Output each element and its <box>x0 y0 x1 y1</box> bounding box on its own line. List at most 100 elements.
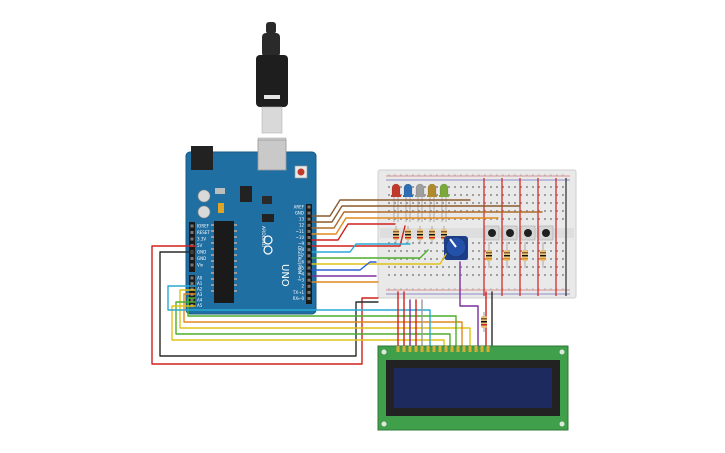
breadboard <box>377 169 577 299</box>
lcd-pin <box>432 346 436 352</box>
digital-pin <box>307 297 311 300</box>
pushbutton-cap <box>524 229 532 237</box>
led <box>391 183 401 197</box>
led <box>403 183 413 197</box>
led-base <box>439 195 449 197</box>
arduino-logo <box>263 235 273 255</box>
wire-gnd <box>159 251 379 357</box>
lcd-pin <box>462 346 466 352</box>
led-resistors <box>393 226 447 244</box>
digital-pin-label: ~9 <box>298 241 304 246</box>
wire-d13 <box>311 199 471 217</box>
digital-pin <box>307 254 311 258</box>
digital-pin <box>307 278 311 282</box>
digital-pin-label: TX→1 <box>292 290 305 295</box>
power-pin-label: GND <box>197 249 206 254</box>
wire-a2 <box>187 297 457 347</box>
wire-a1 <box>183 293 463 347</box>
power-pin <box>190 257 194 260</box>
digital-pin-label: 8 <box>301 247 304 252</box>
wire-d4 <box>311 261 377 271</box>
lcd-pin <box>468 346 472 352</box>
digital-pin <box>307 223 311 227</box>
analog-pin-label: A2 <box>197 286 203 291</box>
power-pin-label: 5V <box>197 243 203 248</box>
analog-pin <box>190 287 194 291</box>
lcd-pin <box>402 346 406 352</box>
led-base <box>391 195 401 197</box>
lcd-pin <box>396 346 400 352</box>
power-pin-label: 3.3V <box>197 236 206 241</box>
digital-pin-label: 7 <box>301 253 304 258</box>
wire-d9 <box>311 223 396 241</box>
digital-pin <box>307 284 311 288</box>
digital-header-label: DIGITAL (PWM ~) <box>297 246 302 281</box>
wire-a0 <box>179 289 471 347</box>
led <box>415 183 425 197</box>
wire-d12 <box>311 205 521 223</box>
lcd-pin <box>486 346 490 352</box>
digital-header <box>306 204 312 304</box>
wire-d7 <box>311 243 411 253</box>
wire-a4 <box>171 305 445 347</box>
wire-d11 <box>311 211 543 229</box>
digital-pin <box>307 211 311 215</box>
digital-pin <box>307 290 311 294</box>
digital-pin <box>307 248 311 252</box>
lcd-pin <box>408 346 412 352</box>
digital-pin <box>307 205 311 209</box>
pushbutton-cap <box>542 229 550 237</box>
pushbutton-cap <box>488 229 496 237</box>
lcd-display <box>377 345 569 431</box>
analog-pin <box>190 282 194 285</box>
arduino-board: UNO ARDUINO DIGITAL (PWM ~) IOREFRESET3.… <box>185 139 317 315</box>
led <box>427 183 437 197</box>
lcd-pin <box>426 346 430 352</box>
power-pin-label: GND <box>197 256 206 261</box>
atmega-chip <box>214 221 234 303</box>
board-model-label: UNO <box>279 264 290 287</box>
analog-pin-label: A1 <box>197 281 203 286</box>
lcd-pin <box>450 346 454 352</box>
usb-port <box>257 139 287 171</box>
digital-pin <box>307 229 311 233</box>
lcd-pin <box>420 346 424 352</box>
digital-pin-label: ~10 <box>296 235 305 240</box>
wire-d8 <box>311 225 406 247</box>
capacitor <box>197 189 211 203</box>
digital-pin-label: ~11 <box>296 229 305 234</box>
backlight-resistor <box>481 312 487 332</box>
analog-pin-label: A4 <box>197 297 203 302</box>
wires <box>151 199 543 365</box>
digital-pin-label: ~5 <box>298 265 304 270</box>
analog-pin-label: A3 <box>197 292 203 297</box>
lcd-pin <box>480 346 484 352</box>
digital-pin <box>307 266 311 270</box>
led-base <box>427 195 437 197</box>
wire-d10 <box>311 217 499 235</box>
analog-pin-label: A0 <box>197 275 203 280</box>
lcd-pin <box>414 346 418 352</box>
lcd-pin <box>444 346 448 352</box>
digital-pin-label: 13 <box>299 217 305 222</box>
digital-pin-label: 4 <box>301 272 304 277</box>
pushbutton-group <box>484 225 554 268</box>
power-pin <box>190 224 194 228</box>
power-pin <box>190 263 194 267</box>
digital-pin-label: 2 <box>301 284 304 289</box>
analog-pin-label: A5 <box>197 303 203 308</box>
digital-pin-label: 12 <box>299 223 305 228</box>
wire-d5 <box>311 253 447 265</box>
wire-a5 <box>167 285 431 347</box>
wire-5v <box>151 245 379 365</box>
digital-pin-label: AREF <box>294 204 305 209</box>
digital-pin-label: RX←0 <box>293 296 305 301</box>
pushbutton-cap <box>506 229 514 237</box>
digital-pin <box>307 217 311 221</box>
digital-pin <box>307 260 311 264</box>
dc-power-jack <box>191 146 213 170</box>
potentiometer <box>444 236 468 260</box>
wire-a3 <box>175 301 451 347</box>
digital-pin <box>307 272 311 276</box>
power-pin-label: IOREF <box>197 223 210 228</box>
